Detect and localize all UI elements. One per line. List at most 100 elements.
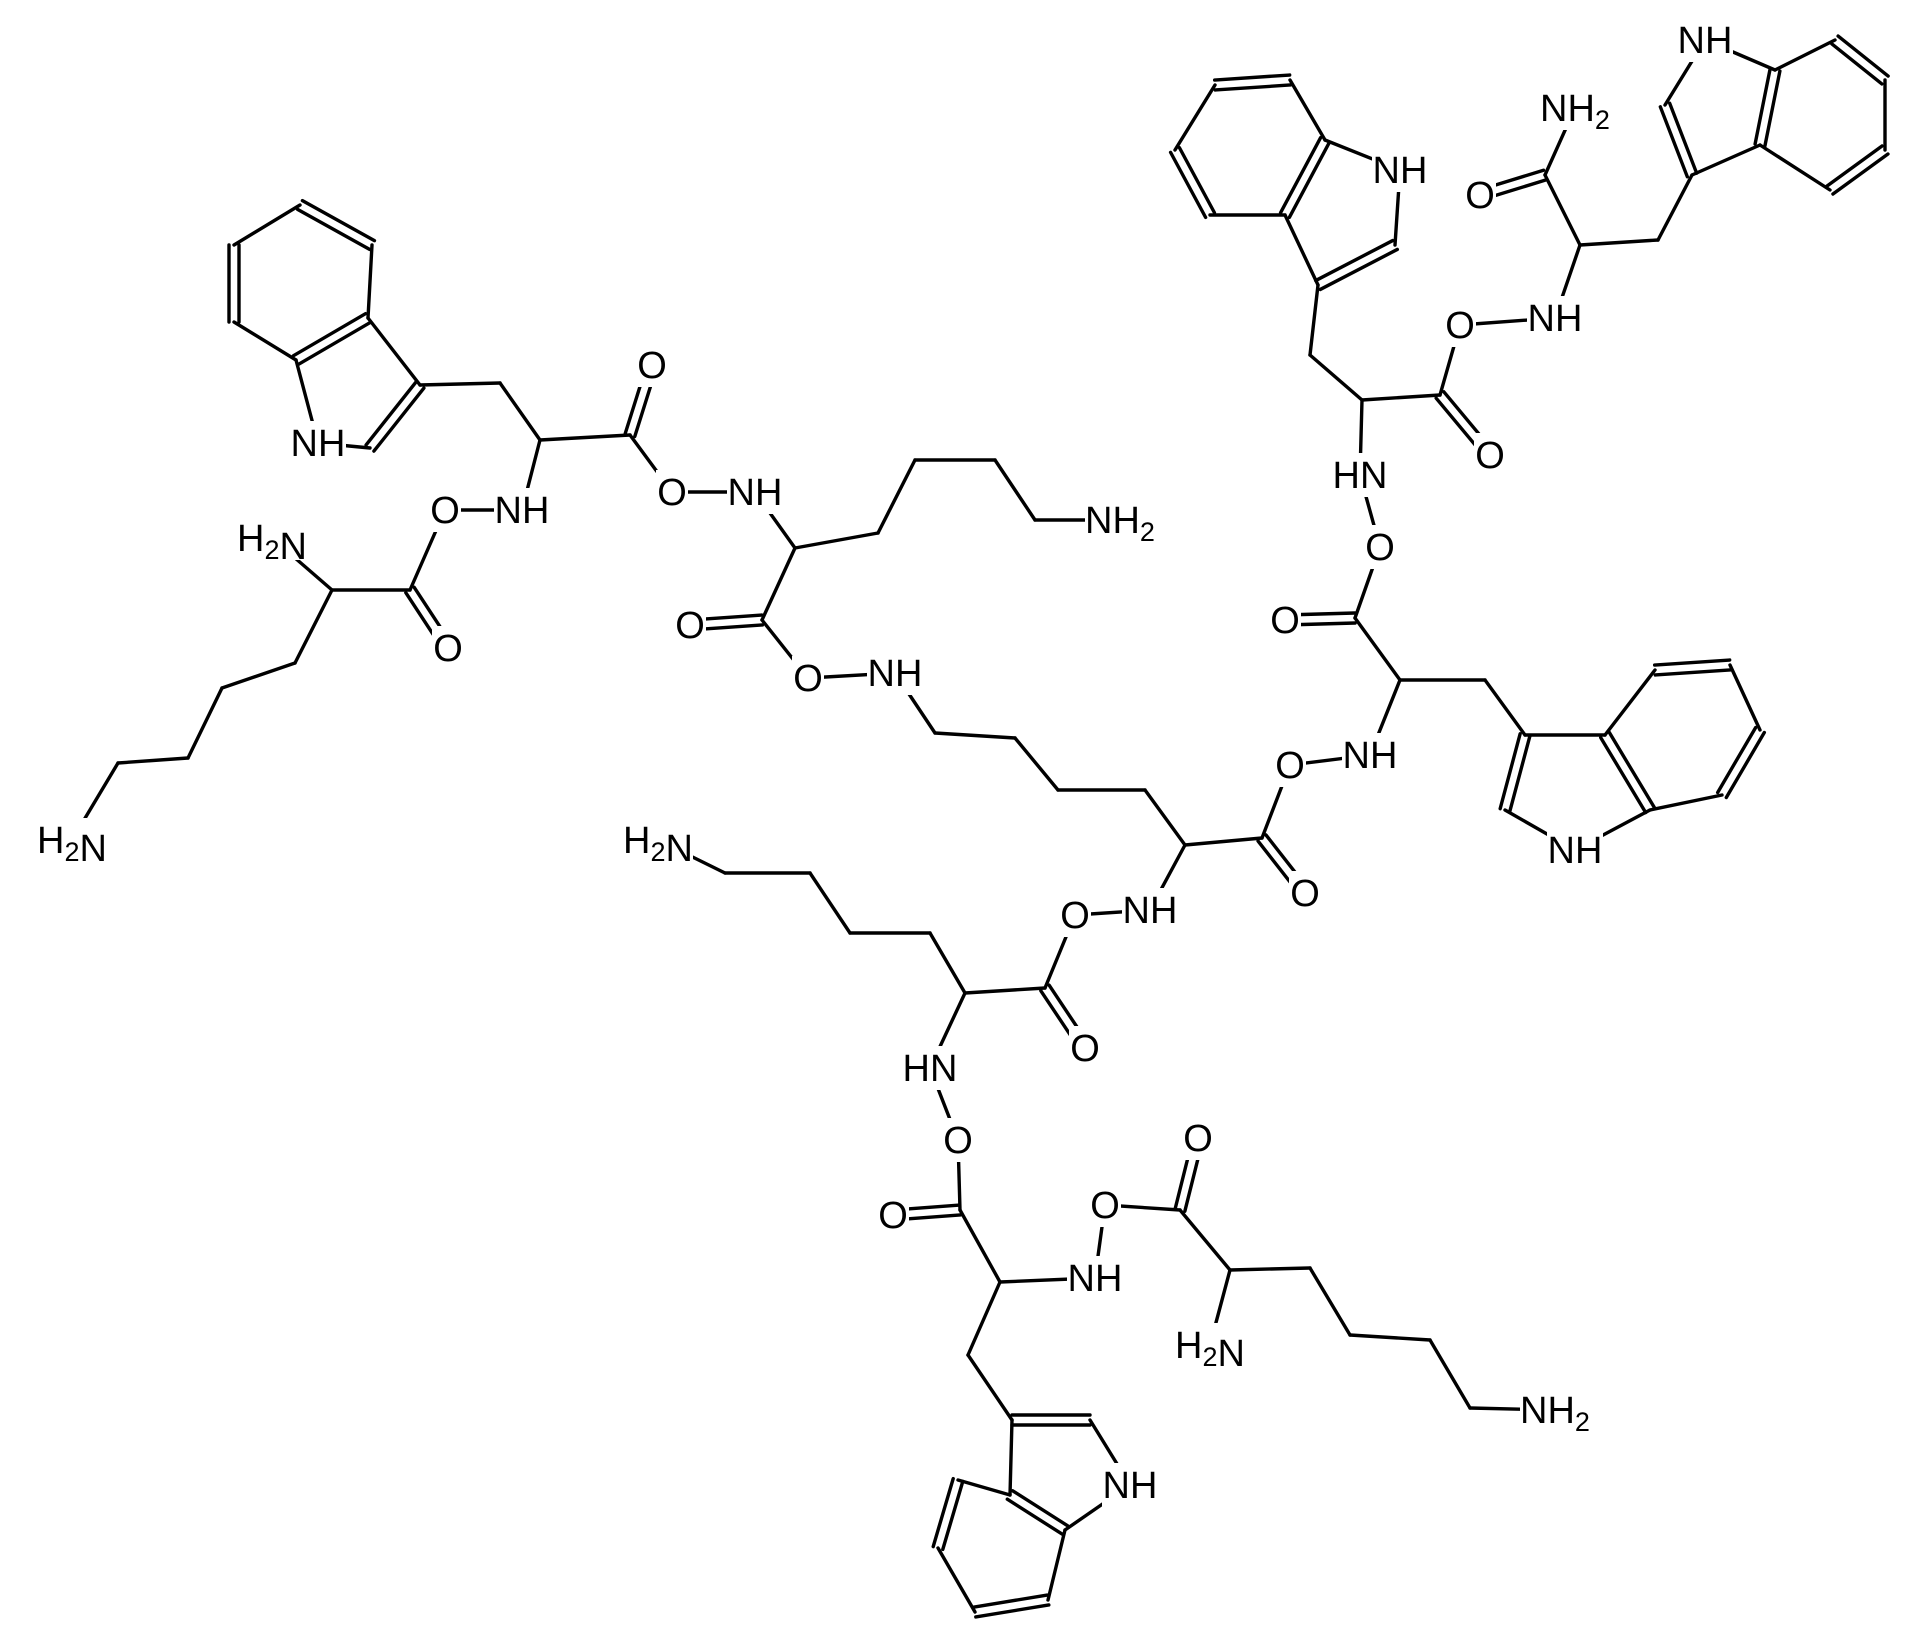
svg-text:O: O bbox=[1465, 175, 1495, 217]
single-bond bbox=[1308, 353, 1364, 402]
atom-label: HN bbox=[902, 1046, 958, 1090]
double-bond bbox=[1213, 83, 1293, 92]
atom-label: O bbox=[429, 488, 461, 532]
double-bond bbox=[1010, 1489, 1070, 1528]
double-bond bbox=[364, 380, 418, 447]
atom-label: NH bbox=[1342, 733, 1398, 777]
single-bond bbox=[956, 1478, 1012, 1497]
double-bond bbox=[1653, 668, 1733, 677]
svg-text:O: O bbox=[1270, 600, 1300, 642]
double-bond bbox=[372, 386, 426, 453]
single-bond bbox=[1173, 83, 1217, 152]
single-bond bbox=[1690, 143, 1762, 177]
single-bond bbox=[418, 381, 502, 387]
double-bond bbox=[1508, 734, 1532, 813]
atom-label: O bbox=[877, 1193, 909, 1237]
atom-label: NH bbox=[1527, 296, 1583, 340]
single-bond bbox=[538, 433, 632, 442]
atom-label: O bbox=[1289, 871, 1321, 915]
double-bond bbox=[974, 1603, 1051, 1619]
single-bond bbox=[963, 986, 1047, 995]
svg-text:NH: NH bbox=[1678, 20, 1733, 62]
double-bond bbox=[1498, 732, 1522, 811]
double-bond bbox=[972, 1593, 1049, 1609]
single-bond bbox=[1483, 678, 1527, 737]
atom-label: NH bbox=[1677, 18, 1733, 62]
svg-text:O: O bbox=[637, 345, 667, 387]
atom-label: NH bbox=[867, 651, 923, 695]
single-bond bbox=[1773, 38, 1837, 72]
atom-label: O bbox=[1269, 598, 1301, 642]
single-bond bbox=[232, 320, 298, 362]
single-bond bbox=[1656, 173, 1694, 242]
atom-label: HN bbox=[1332, 453, 1388, 497]
single-bond bbox=[1283, 213, 1320, 287]
single-bond bbox=[993, 458, 1037, 522]
svg-text:NH: NH bbox=[1528, 298, 1583, 340]
svg-text:NH: NH bbox=[1123, 890, 1178, 932]
atom-label: O bbox=[636, 343, 668, 387]
bond-layer bbox=[70, 34, 1890, 1619]
single-bond bbox=[1578, 238, 1660, 247]
svg-text:NH: NH bbox=[1548, 830, 1603, 872]
svg-text:O: O bbox=[1290, 873, 1320, 915]
svg-text:NH: NH bbox=[1343, 735, 1398, 777]
svg-text:O: O bbox=[675, 605, 705, 647]
atom-label: H2N bbox=[623, 818, 693, 870]
single-bond bbox=[498, 381, 542, 442]
double-bond bbox=[1652, 658, 1732, 667]
single-bond bbox=[366, 243, 374, 320]
svg-text:NH: NH bbox=[495, 490, 550, 532]
double-bond bbox=[1825, 144, 1884, 188]
double-bond bbox=[1318, 247, 1400, 292]
double-bond bbox=[296, 320, 373, 367]
svg-text:O: O bbox=[1060, 895, 1090, 937]
single-bond bbox=[1143, 788, 1187, 847]
double-bond bbox=[1753, 67, 1772, 146]
svg-text:O: O bbox=[1183, 1118, 1213, 1160]
double-bond bbox=[1005, 1497, 1065, 1536]
double-bond bbox=[1658, 105, 1690, 179]
svg-text:NH: NH bbox=[1373, 150, 1428, 192]
single-bond bbox=[232, 203, 302, 247]
atom-label: H2N bbox=[1175, 1323, 1245, 1375]
atom-label: NH2 bbox=[1085, 498, 1155, 547]
svg-text:H2N: H2N bbox=[37, 820, 107, 870]
single-bond bbox=[1178, 1208, 1232, 1272]
single-bond bbox=[186, 686, 224, 760]
svg-text:O: O bbox=[430, 490, 460, 532]
double-bond bbox=[1607, 730, 1656, 810]
single-bond bbox=[293, 588, 334, 665]
single-bond bbox=[1288, 78, 1327, 142]
svg-text:HN: HN bbox=[1333, 455, 1388, 497]
double-bond bbox=[931, 1476, 955, 1549]
atom-label: NH2 bbox=[1520, 1388, 1590, 1437]
single-bond bbox=[936, 1546, 977, 1614]
double-bond bbox=[1168, 150, 1208, 220]
single-bond bbox=[808, 871, 852, 935]
double-bond bbox=[295, 207, 372, 252]
svg-text:NH: NH bbox=[728, 472, 783, 514]
single-bond bbox=[1603, 668, 1657, 737]
single-bond bbox=[1348, 1333, 1432, 1342]
svg-text:NH: NH bbox=[1103, 1465, 1158, 1507]
svg-text:O: O bbox=[1090, 1185, 1120, 1227]
single-bond bbox=[366, 316, 422, 387]
atom-label: H2N bbox=[37, 818, 107, 870]
single-bond bbox=[220, 661, 297, 690]
single-bond bbox=[958, 1208, 1002, 1284]
single-bond bbox=[116, 756, 190, 765]
atom-label: O bbox=[1089, 1183, 1121, 1227]
single-bond bbox=[1353, 616, 1402, 682]
svg-text:O: O bbox=[793, 658, 823, 700]
atom-label: NH bbox=[1067, 1256, 1123, 1300]
single-bond bbox=[793, 531, 880, 550]
single-bond bbox=[1543, 173, 1582, 247]
single-bond bbox=[1013, 736, 1060, 792]
svg-text:NH: NH bbox=[1068, 1258, 1123, 1300]
single-bond bbox=[933, 731, 1017, 740]
atom-label: O bbox=[942, 1118, 974, 1162]
double-bond bbox=[1831, 152, 1890, 196]
svg-text:O: O bbox=[433, 628, 463, 670]
